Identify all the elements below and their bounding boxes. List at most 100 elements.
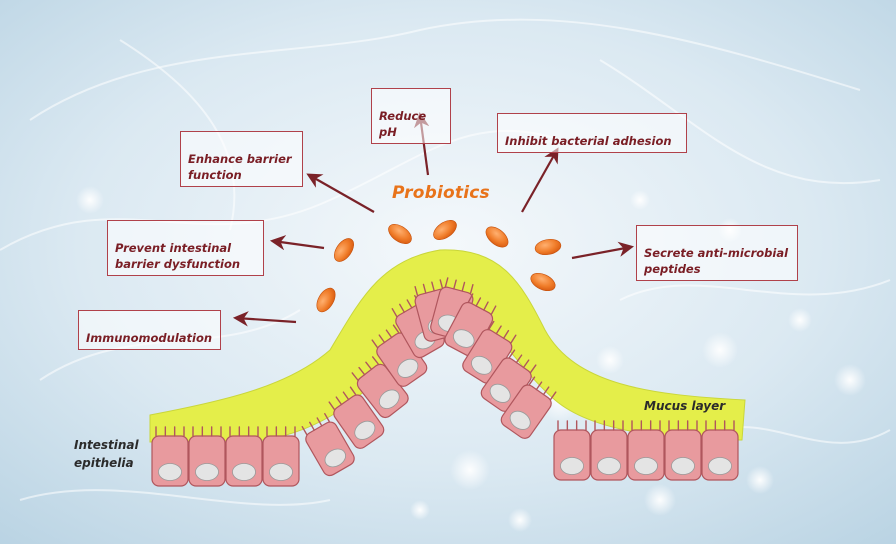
effect-label-immunomodulation: Immunomodulation: [86, 331, 213, 345]
effect-arrow: [571, 241, 635, 260]
effect-label-reduce-ph: Reduce pH: [379, 109, 427, 139]
effect-box-reduce-ph: Reduce pH: [371, 88, 451, 144]
epithelial-cell: [151, 426, 189, 487]
microvillus: [358, 366, 366, 376]
cell-nucleus: [195, 463, 219, 481]
microvillus: [495, 325, 502, 335]
microvillus: [385, 329, 393, 339]
probiotic-bacterium: [485, 226, 509, 248]
microvillus: [502, 329, 510, 339]
cell-nucleus: [354, 420, 376, 440]
cell-nucleus: [232, 463, 256, 481]
effect-arrow: [521, 147, 559, 213]
cell-nucleus: [708, 457, 732, 475]
epithelial-cell: [301, 413, 355, 477]
microvillus: [414, 285, 419, 297]
cell-nucleus: [453, 329, 475, 348]
microvillus: [301, 426, 308, 436]
microvillus: [528, 376, 536, 386]
epithelial-cell: [188, 426, 226, 487]
effect-label-prevent-dysfunction: Prevent intestinal barrier dysfunction: [115, 241, 241, 271]
epithelial-cell: [500, 376, 557, 439]
cell-nucleus: [324, 448, 346, 468]
microvillus: [542, 386, 550, 396]
probiotic-bacterium: [388, 224, 412, 244]
epithelial-cell: [553, 420, 591, 481]
effect-box-secrete-antimicrobial: Secrete anti-microbial peptides: [636, 225, 798, 281]
intestinal-epithelia-label: Intestinal epithelia: [74, 438, 139, 470]
epithelial-cell: [590, 420, 628, 481]
effect-label-inhibit-adhesion: Inhibit bacterial adhesion: [505, 134, 672, 148]
microvillus: [510, 334, 517, 344]
epithelial-cell: [371, 324, 428, 387]
microvillus: [475, 297, 482, 307]
cell-nucleus: [471, 355, 493, 375]
microvillus: [399, 303, 405, 313]
microvillus: [469, 283, 474, 295]
mucus-layer-label: Mucus layer: [644, 399, 726, 413]
cell-nucleus: [634, 457, 658, 475]
probiotic-bacterium: [316, 287, 336, 313]
microvillus: [324, 413, 330, 423]
microvillus: [406, 299, 413, 309]
probiotic-bacteria: [316, 220, 562, 313]
cell-nucleus: [489, 383, 511, 403]
epithelial-cell: [462, 320, 517, 384]
microvillus: [488, 320, 495, 330]
probiotic-bacterium: [530, 272, 556, 292]
probiotics-title: Probiotics: [392, 183, 490, 203]
cell-nucleus: [397, 358, 419, 378]
epithelial-cell: [328, 386, 385, 449]
effect-box-inhibit-adhesion: Inhibit bacterial adhesion: [497, 113, 687, 153]
cell-nucleus: [269, 463, 293, 481]
cell-nucleus: [158, 463, 182, 481]
microvillus: [439, 279, 444, 290]
microvillus: [365, 361, 373, 371]
effect-box-immunomodulation: Immunomodulation: [78, 310, 221, 350]
microvillus: [422, 283, 427, 294]
microvillus: [316, 417, 323, 427]
microvillus: [453, 279, 457, 290]
effect-arrow: [269, 235, 325, 251]
epithelial-cells: [151, 277, 739, 487]
microvillus: [378, 334, 386, 344]
epithelial-cell: [262, 426, 300, 487]
microvillus: [535, 381, 543, 391]
microvillus: [515, 354, 523, 364]
probiotic-bacterium: [433, 220, 457, 240]
epithelial-cell: [664, 420, 702, 481]
microvillus: [372, 356, 379, 365]
microvillus: [490, 305, 497, 315]
microvillus: [508, 349, 516, 359]
background-swirls: [0, 18, 891, 506]
microvillus: [467, 293, 474, 303]
effect-label-enhance-barrier: Enhance barrier function: [188, 152, 292, 182]
microvillus: [392, 324, 400, 334]
microvillus: [549, 391, 557, 401]
microvillus: [309, 421, 315, 431]
epithelial-cell: [627, 420, 665, 481]
intestinal-tissue: [149, 249, 746, 487]
cell-nucleus: [597, 457, 621, 475]
microvillus: [371, 339, 379, 349]
microvillus: [483, 301, 489, 311]
cell-nucleus: [509, 410, 531, 430]
cell-nucleus: [671, 457, 695, 475]
microvillus: [522, 359, 530, 369]
effect-box-prevent-dysfunction: Prevent intestinal barrier dysfunction: [107, 220, 264, 276]
cell-nucleus: [560, 457, 584, 475]
microvillus: [391, 308, 398, 318]
effect-arrow: [232, 311, 297, 327]
microvillus: [349, 386, 357, 396]
microvillus: [529, 364, 537, 374]
microvillus: [342, 391, 350, 401]
microvillus: [351, 372, 359, 381]
effect-arrow: [306, 173, 375, 213]
microvillus: [431, 281, 435, 292]
epithelial-cell: [225, 426, 263, 487]
probiotic-bacterium: [534, 238, 562, 256]
probiotic-bacterium: [334, 238, 354, 262]
epithelial-cell: [701, 420, 739, 481]
microvillus: [444, 277, 449, 288]
